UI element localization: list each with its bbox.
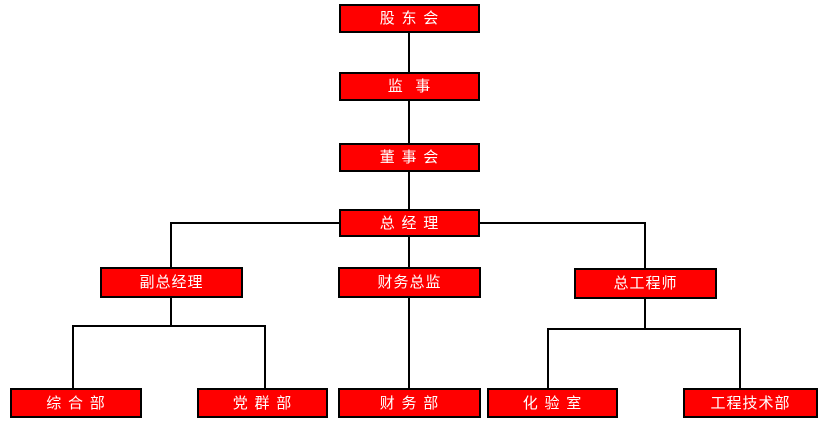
connector-chief-engineer-engineering (739, 328, 741, 388)
connector-chief-engineer-laboratory (547, 328, 549, 388)
connector-cfo-finance-dept (408, 298, 410, 388)
node-finance-dept: 财 务 部 (338, 388, 481, 418)
node-chief-engineer: 总工程师 (574, 268, 717, 299)
connector-gm-chief-engineer-h (480, 222, 646, 224)
node-party-masses-dept: 党 群 部 (197, 388, 328, 418)
node-deputy-general-manager: 副总经理 (100, 267, 243, 298)
node-supervisor: 监 事 (339, 72, 480, 101)
connector-deputy-stem (170, 298, 172, 325)
node-laboratory: 化 验 室 (487, 388, 618, 418)
connector-gm-cfo (408, 237, 410, 267)
connector-deputy-party-masses (264, 325, 266, 388)
node-board-of-directors: 董 事 会 (339, 143, 480, 172)
connector-gm-deputy-h (170, 222, 339, 224)
node-shareholders-meeting: 股 东 会 (339, 4, 480, 33)
node-general-affairs-dept: 综 合 部 (10, 388, 142, 418)
connector-gm-deputy-v (170, 222, 172, 267)
connector-gm-chief-engineer-v (644, 222, 646, 268)
node-finance-director: 财务总监 (338, 267, 481, 298)
connector-board-gm (408, 172, 410, 209)
connector-shareholders-supervisor (408, 33, 410, 72)
connector-supervisor-board (408, 101, 410, 143)
node-general-manager: 总 经 理 (339, 209, 480, 237)
connector-deputy-general-affairs (72, 325, 74, 388)
connector-deputy-children-h (72, 325, 266, 327)
connector-chief-engineer-children-h (547, 328, 741, 330)
node-engineering-tech-dept: 工程技术部 (683, 388, 818, 418)
connector-chief-engineer-stem (644, 299, 646, 328)
